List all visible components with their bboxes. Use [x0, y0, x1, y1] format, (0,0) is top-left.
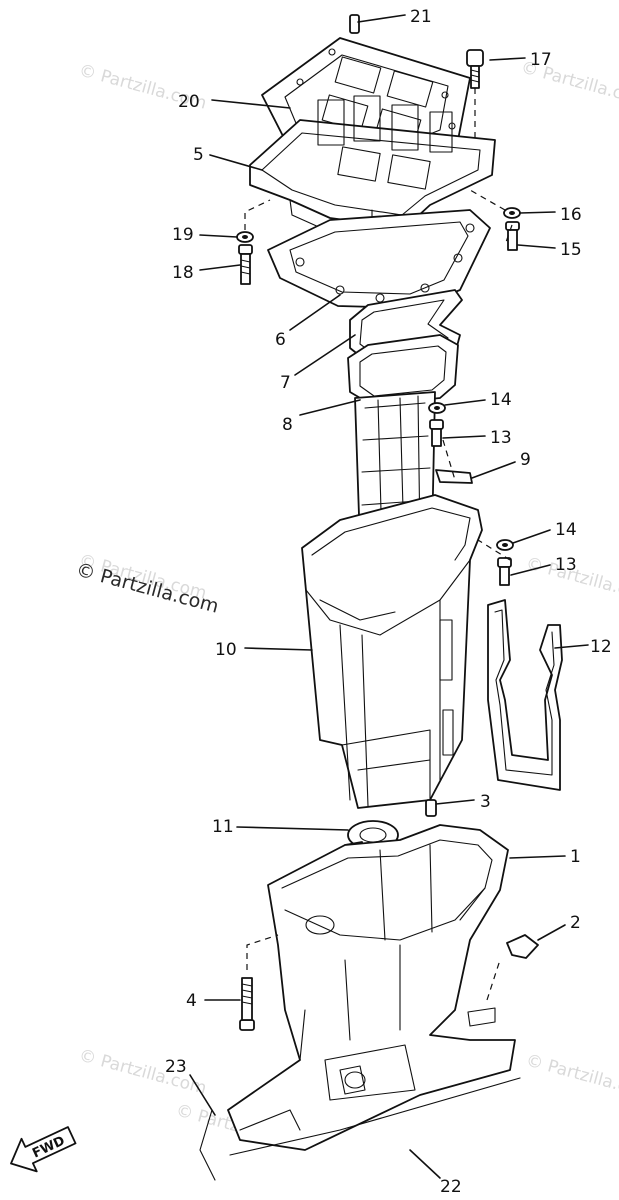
- part-2-plug[interactable]: [506, 934, 539, 959]
- part-15-bolt[interactable]: [505, 221, 520, 251]
- callout-23: 23: [165, 1057, 187, 1077]
- callout-2: 2: [570, 913, 581, 933]
- callout-8: 8: [282, 415, 293, 435]
- callout-3: 3: [480, 792, 491, 812]
- leader-lines: [189, 14, 589, 1179]
- callout-7: 7: [280, 373, 291, 393]
- part-16-washer[interactable]: [503, 207, 521, 219]
- callout-14-upper: 14: [490, 390, 512, 410]
- callout-22: 22: [440, 1177, 462, 1197]
- part-4-bolt[interactable]: [239, 977, 255, 1031]
- callout-19: 19: [172, 225, 194, 245]
- callout-21: 21: [410, 7, 432, 27]
- callout-13-lower: 13: [555, 555, 577, 575]
- part-19-washer[interactable]: [236, 231, 254, 243]
- part-3-dowel-pin[interactable]: [425, 799, 437, 817]
- part-10-upper-casing[interactable]: [301, 494, 483, 809]
- part-12-rubber-seal[interactable]: [487, 599, 563, 791]
- callout-1: 1: [570, 847, 581, 867]
- callout-4: 4: [186, 991, 197, 1011]
- callout-10: 10: [215, 640, 237, 660]
- watermark: © Partzilla.com: [524, 1051, 619, 1104]
- callout-6: 6: [275, 330, 286, 350]
- part-1-lower-casing[interactable]: [227, 824, 516, 1151]
- assembly-guides: [246, 224, 513, 1001]
- part-23-trim[interactable]: [199, 1109, 216, 1181]
- callout-14-lower: 14: [555, 520, 577, 540]
- part-22-anode-plate[interactable]: [229, 1077, 521, 1156]
- callout-13-upper: 13: [490, 428, 512, 448]
- part-14-washer-upper[interactable]: [428, 402, 446, 414]
- callout-5: 5: [193, 145, 204, 165]
- callout-11: 11: [212, 817, 234, 837]
- callout-16: 16: [560, 205, 582, 225]
- callout-12: 12: [590, 637, 612, 657]
- fwd-arrow-icon: FWD: [10, 1126, 77, 1173]
- part-14-washer-lower[interactable]: [496, 539, 514, 551]
- part-21-dowel-pin[interactable]: [349, 14, 360, 34]
- watermark: © Partzilla.com: [77, 1046, 209, 1099]
- part-6-gasket[interactable]: [267, 209, 491, 309]
- callout-18: 18: [172, 263, 194, 283]
- callout-20: 20: [178, 92, 200, 112]
- callout-17: 17: [530, 50, 552, 70]
- part-13-bolt-upper[interactable]: [429, 419, 444, 447]
- part-13-bolt-lower[interactable]: [497, 557, 512, 586]
- callout-9: 9: [520, 450, 531, 470]
- part-18-bolt[interactable]: [238, 244, 253, 285]
- callout-15: 15: [560, 240, 582, 260]
- callout-labels: 21 17 20 5 16 19 15 18 6 7 8 14 13 9 14 …: [165, 7, 612, 1197]
